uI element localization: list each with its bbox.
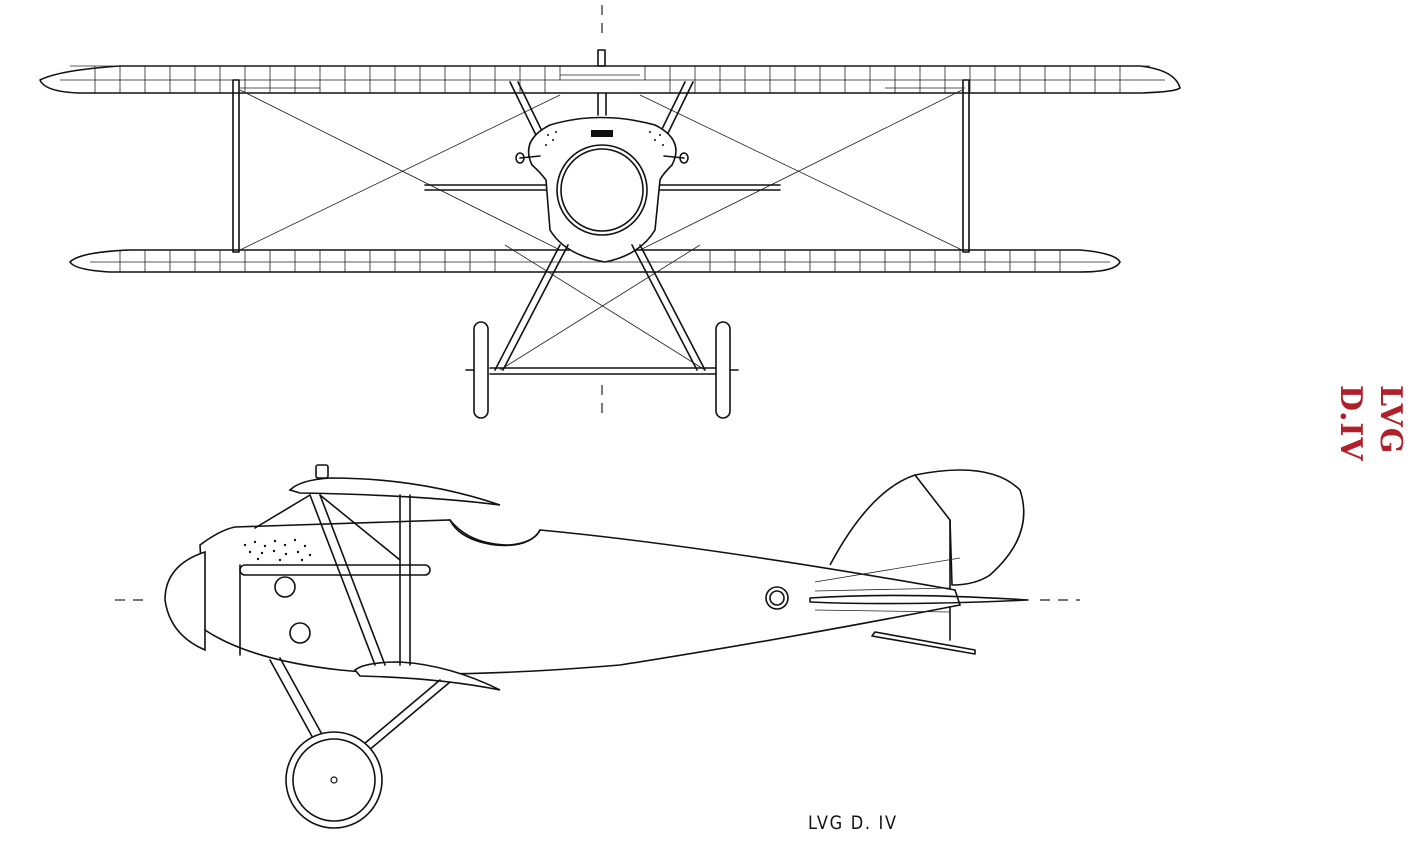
spinner — [164, 550, 206, 652]
vertical-title: LVG D.IV — [1333, 385, 1408, 462]
engine-cowl-opening — [556, 144, 648, 236]
lower-wing-ribs — [90, 250, 1110, 272]
left-wheel — [473, 321, 489, 419]
fin-rudder — [829, 469, 1025, 586]
fuselage-front — [527, 116, 677, 263]
drawing-caption: LVG D. IV — [808, 812, 898, 834]
upper-wing-ribs — [60, 65, 1165, 93]
upper-wing — [39, 65, 1181, 94]
cooling-vents — [243, 538, 312, 562]
side-view — [115, 464, 1080, 829]
main-wheel — [285, 731, 383, 829]
front-view — [39, 5, 1181, 420]
lower-wing — [69, 249, 1121, 273]
upper-wing-profile — [288, 477, 501, 506]
right-wheel — [715, 321, 731, 419]
lower-wing-profile — [353, 661, 501, 691]
bracing-wires — [239, 89, 963, 371]
